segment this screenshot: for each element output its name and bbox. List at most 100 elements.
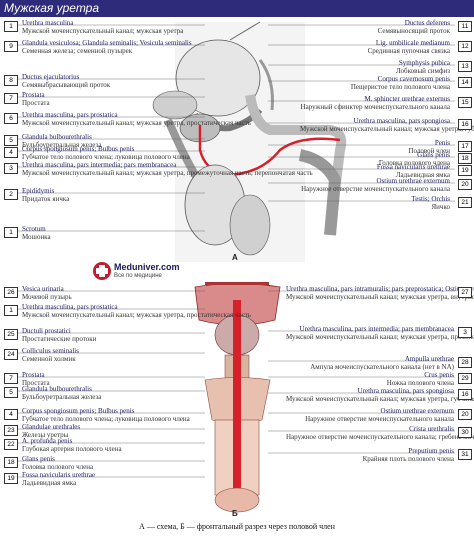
label-russian: Ножка полового члена [386, 378, 454, 387]
panel-b-drawing [194, 282, 281, 513]
label-russian: Наружное отверстие мочеиспускательного к… [301, 184, 450, 193]
label-latin: Epididymis [22, 187, 55, 195]
label-number-badge: 11 [458, 21, 472, 32]
title-bar: Мужская уретра [0, 0, 474, 17]
label-latin: Crista urethralis [409, 425, 454, 433]
label-number-badge: 4 [4, 409, 18, 420]
label-latin: Lig. umbilicale medianum [375, 39, 450, 47]
panel-a-drawing [152, 21, 347, 262]
label-latin: Urethra masculina, pars intermedia; pars… [22, 161, 177, 169]
label-latin: Prostata [22, 371, 45, 379]
label-latin: Corpus cavernosum penis [377, 75, 450, 83]
label-russian: Наружный сфинктер мочеиспускательного ка… [300, 102, 450, 111]
label-27: Urethra masculina, pars intramuralis; pa… [286, 285, 474, 301]
label-russian: Пещеристое тело полового члена [350, 82, 450, 91]
label-latin: Symphysis pubica [398, 59, 450, 67]
label-number-badge: 1 [4, 227, 18, 238]
label-russian: Ладьевидная ямка [22, 478, 77, 487]
label-latin: Crus penis [424, 371, 454, 379]
label-russian: Простата [22, 98, 50, 107]
label-latin: Glans penis [22, 455, 55, 463]
label-latin: Glandula bulbourethralis [22, 133, 92, 141]
label-3: Urethra masculina, pars intermedia; pars… [286, 325, 474, 341]
label-number-badge: 9 [4, 41, 18, 52]
label-number-badge: 20 [458, 409, 472, 420]
label-latin: Glandulae urethrales [22, 423, 81, 431]
label-russian: Мошонка [22, 232, 51, 241]
label-russian: Крайняя плоть полового члена [362, 454, 454, 463]
label-russian: Губчатое тело полового члена; луковица п… [22, 414, 190, 423]
logo-tagline: Все по медицине [114, 273, 162, 279]
label-latin: Urethra masculina, pars intermedia; pars… [299, 325, 454, 333]
label-number-badge: 20 [458, 179, 472, 190]
leader-lines [18, 24, 455, 478]
label-russian: Простатические протоки [22, 334, 97, 343]
label-number-badge: 30 [458, 427, 472, 438]
label-latin: Penis [434, 139, 450, 147]
label-latin: Corpus spongiosum penis; Bulbus penis [22, 145, 135, 153]
label-number-badge: 3 [458, 327, 472, 338]
label-number-badge: 29 [458, 373, 472, 384]
label-latin: Vesica urinaria [22, 285, 64, 293]
label-latin: Urethra masculina, pars prostatica [22, 303, 118, 311]
label-number-badge: 19 [4, 473, 18, 484]
label-number-badge: 27 [458, 287, 472, 298]
label-number-badge: 6 [4, 113, 18, 124]
label-number-badge: 19 [458, 165, 472, 176]
panel-a-letter: А [232, 253, 238, 262]
label-russian: Мужской мочеиспускательный канал; мужска… [286, 332, 474, 341]
label-latin: Urethra masculina, pars spongiosa [357, 387, 454, 395]
label-russian: Мужской мочеиспускательный канал; мужска… [22, 168, 313, 177]
page-title: Мужская уретра [4, 1, 100, 15]
label-latin: Glandula bulbourethralis [22, 385, 92, 393]
label-russian: Бульбоуретральная железа [22, 392, 102, 401]
label-russian: Головка полового члена [22, 462, 94, 471]
label-latin: M. sphincter urethrae externus [364, 95, 450, 103]
label-number-badge: 8 [4, 75, 18, 86]
label-russian: Наружное отверстие мочеиспускательного к… [286, 432, 474, 441]
label-number-badge: 25 [4, 329, 18, 340]
label-russian: Семенная железа; семенной пузырек [22, 46, 133, 55]
label-russian: Семенной холмик [22, 354, 76, 363]
label-number-badge: 24 [4, 349, 18, 360]
label-russian: Лобковый симфиз [395, 66, 450, 75]
label-latin: Preputium penis [408, 447, 454, 455]
label-russian: Мочевой пузырь [22, 292, 72, 301]
label-russian: Придаток яичка [22, 194, 70, 203]
label-number-badge: 18 [458, 153, 472, 164]
label-latin: Urethra masculina, pars intramuralis; pa… [286, 285, 474, 293]
logo: Meduniver.com Все по медицине [93, 262, 183, 282]
label-number-badge: 1 [4, 21, 18, 32]
label-russian: Глубокая артерия полового члена [22, 444, 122, 453]
label-russian: Мужской мочеиспускательный канал; мужска… [22, 310, 251, 319]
label-number-badge: 16 [458, 389, 472, 400]
label-russian: Железы уретры [22, 430, 69, 439]
label-number-badge: 7 [4, 373, 18, 384]
